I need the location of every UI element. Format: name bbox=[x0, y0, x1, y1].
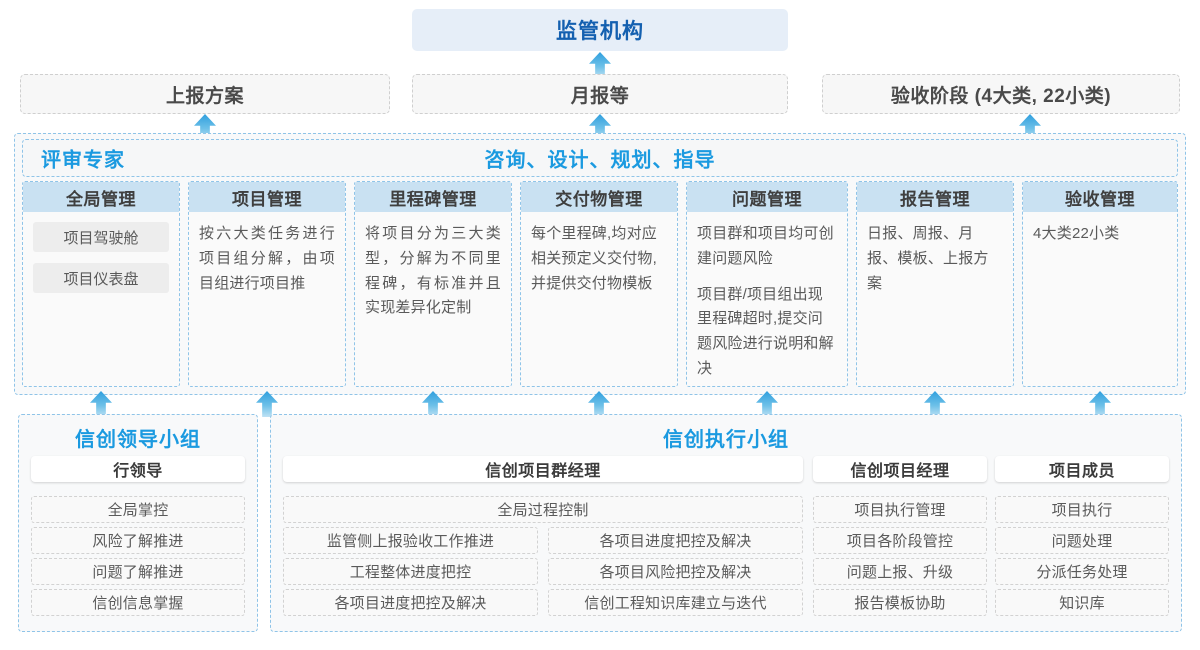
management-column-deliverable-title: 交付物管理 bbox=[521, 182, 677, 212]
management-column-issue-text-1: 项目群和项目均可创建问题风险 bbox=[697, 225, 834, 267]
program-manager-right-item-1[interactable]: 各项目进度把控及解决 bbox=[548, 527, 803, 554]
management-column-project[interactable]: 项目管理 按六大类任务进行项目组分解，由项目组进行项目推 bbox=[188, 181, 346, 387]
submission-box-monthly: 月报等 bbox=[412, 74, 788, 114]
leading-group-item-3[interactable]: 问题了解推进 bbox=[31, 558, 245, 585]
project-member-item-2[interactable]: 问题处理 bbox=[995, 527, 1169, 554]
management-column-milestone[interactable]: 里程碑管理 将项目分为三大类型，分解为不同里程碑，有标准并且实现差异化定制 bbox=[354, 181, 512, 387]
management-column-deliverable-body: 每个里程碑,均对应相关预定义交付物,并提供交付物模板 bbox=[521, 212, 677, 386]
management-column-project-body: 按六大类任务进行项目组分解，由项目组进行项目推 bbox=[189, 212, 345, 386]
project-member-item-4[interactable]: 知识库 bbox=[995, 589, 1169, 616]
program-manager-head[interactable]: 信创项目群经理 bbox=[283, 456, 803, 482]
project-manager-item-2[interactable]: 项目各阶段管控 bbox=[813, 527, 987, 554]
management-column-issue-body: 项目群和项目均可创建问题风险 项目群/项目组出现里程碑超时,提交问题风险进行说明… bbox=[687, 212, 847, 386]
management-column-issue-text-2: 项目群/项目组出现里程碑超时,提交问题风险进行说明和解决 bbox=[697, 285, 834, 377]
management-column-report[interactable]: 报告管理 日报、周报、月报、模板、上报方案 bbox=[856, 181, 1014, 387]
pill-project-dashboard[interactable]: 项目仪表盘 bbox=[33, 263, 169, 293]
submission-box-plan-label: 上报方案 bbox=[165, 85, 244, 107]
program-manager-right-item-3[interactable]: 信创工程知识库建立与迭代 bbox=[548, 589, 803, 616]
management-column-acceptance[interactable]: 验收管理 4大类22小类 bbox=[1022, 181, 1178, 387]
management-column-report-body: 日报、周报、月报、模板、上报方案 bbox=[857, 212, 1013, 386]
management-column-milestone-title: 里程碑管理 bbox=[355, 182, 511, 212]
program-manager-left-item-3[interactable]: 各项目进度把控及解决 bbox=[283, 589, 538, 616]
submission-box-acceptance-label: 验收阶段 (4大类, 22小类) bbox=[890, 85, 1112, 107]
leading-group-title: 信创领导小组 bbox=[75, 429, 201, 451]
management-column-milestone-body: 将项目分为三大类型，分解为不同里程碑，有标准并且实现差异化定制 bbox=[355, 212, 511, 386]
management-column-report-title: 报告管理 bbox=[857, 182, 1013, 212]
management-column-acceptance-title: 验收管理 bbox=[1023, 182, 1177, 212]
program-manager-left-item-2[interactable]: 工程整体进度把控 bbox=[283, 558, 538, 585]
management-column-issue-title: 问题管理 bbox=[687, 182, 847, 212]
management-column-deliverable-text: 每个里程碑,均对应相关预定义交付物,并提供交付物模板 bbox=[531, 225, 657, 292]
execution-group-title: 信创执行小组 bbox=[663, 429, 789, 451]
project-manager-item-3[interactable]: 问题上报、升级 bbox=[813, 558, 987, 585]
program-manager-right-item-2[interactable]: 各项目风险把控及解决 bbox=[548, 558, 803, 585]
advisory-band-center-label: 咨询、设计、规划、指导 bbox=[484, 149, 716, 172]
submission-box-acceptance: 验收阶段 (4大类, 22小类) bbox=[822, 74, 1180, 114]
project-manager-item-4[interactable]: 报告模板协助 bbox=[813, 589, 987, 616]
submission-box-plan: 上报方案 bbox=[20, 74, 390, 114]
leading-group-head[interactable]: 行领导 bbox=[31, 456, 245, 482]
advisory-band-left-label: 评审专家 bbox=[41, 149, 125, 172]
management-column-global-title: 全局管理 bbox=[23, 182, 179, 212]
leading-group-item-4[interactable]: 信创信息掌握 bbox=[31, 589, 245, 616]
pill-project-cockpit[interactable]: 项目驾驶舱 bbox=[33, 222, 169, 252]
management-column-deliverable[interactable]: 交付物管理 每个里程碑,均对应相关预定义交付物,并提供交付物模板 bbox=[520, 181, 678, 387]
management-column-project-title: 项目管理 bbox=[189, 182, 345, 212]
leading-group-item-1[interactable]: 全局掌控 bbox=[31, 496, 245, 523]
project-member-item-1[interactable]: 项目执行 bbox=[995, 496, 1169, 523]
management-column-report-text: 日报、周报、月报、模板、上报方案 bbox=[867, 225, 989, 292]
submission-box-monthly-label: 月报等 bbox=[570, 85, 630, 107]
management-column-acceptance-body: 4大类22小类 bbox=[1023, 212, 1177, 386]
project-manager-item-1[interactable]: 项目执行管理 bbox=[813, 496, 987, 523]
project-member-item-3[interactable]: 分派任务处理 bbox=[995, 558, 1169, 585]
project-member-head[interactable]: 项目成员 bbox=[995, 456, 1169, 482]
regulator-title-box: 监管机构 bbox=[412, 9, 788, 51]
management-column-global-body: 项目驾驶舱 项目仪表盘 bbox=[23, 212, 179, 386]
project-manager-head[interactable]: 信创项目经理 bbox=[813, 456, 987, 482]
advisory-band: 评审专家 咨询、设计、规划、指导 bbox=[22, 139, 1178, 177]
program-manager-left-item-1[interactable]: 监管侧上报验收工作推进 bbox=[283, 527, 538, 554]
regulator-title-label: 监管机构 bbox=[556, 20, 644, 43]
management-column-milestone-text: 将项目分为三大类型，分解为不同里程碑，有标准并且实现差异化定制 bbox=[365, 225, 501, 317]
program-manager-global-item[interactable]: 全局过程控制 bbox=[283, 496, 803, 523]
management-column-acceptance-text: 4大类22小类 bbox=[1033, 225, 1120, 242]
management-column-issue[interactable]: 问题管理 项目群和项目均可创建问题风险 项目群/项目组出现里程碑超时,提交问题风… bbox=[686, 181, 848, 387]
management-column-global[interactable]: 全局管理 项目驾驶舱 项目仪表盘 bbox=[22, 181, 180, 387]
leading-group-item-2[interactable]: 风险了解推进 bbox=[31, 527, 245, 554]
management-column-project-text: 按六大类任务进行项目组分解，由项目组进行项目推 bbox=[199, 225, 335, 292]
